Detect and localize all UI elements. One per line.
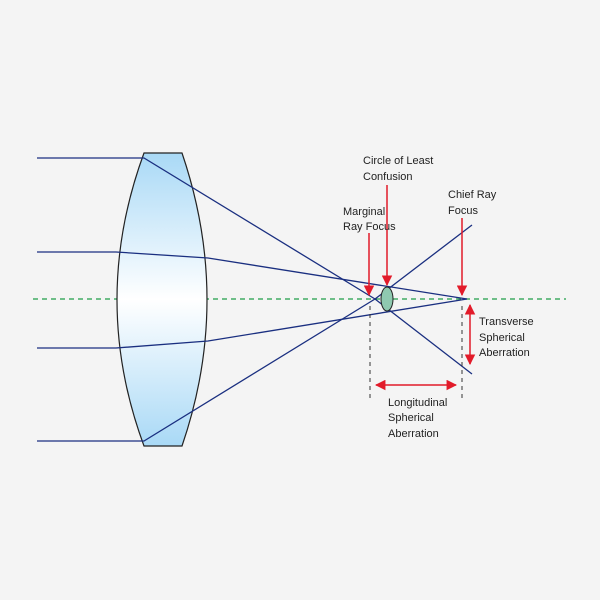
biconvex-lens-icon <box>116 152 208 447</box>
chief-ray-focus-label: Chief Ray Focus <box>448 189 499 217</box>
paraxial-ray-top <box>37 251 468 300</box>
circle-of-least-confusion-icon <box>380 286 394 312</box>
paraxial-ray-bottom <box>37 298 468 349</box>
circle-of-least-confusion-label: Circle of Least Confusion <box>363 155 436 183</box>
marginal-ray-bottom <box>37 224 473 442</box>
transverse-spherical-aberration-label: Transverse Spherical Aberration <box>479 316 537 359</box>
marginal-ray-top <box>37 157 473 375</box>
marginal-ray-focus-label: Marginal Ray Focus <box>343 206 396 233</box>
longitudinal-spherical-aberration-label: Longitudinal Spherical Aberration <box>388 397 450 440</box>
